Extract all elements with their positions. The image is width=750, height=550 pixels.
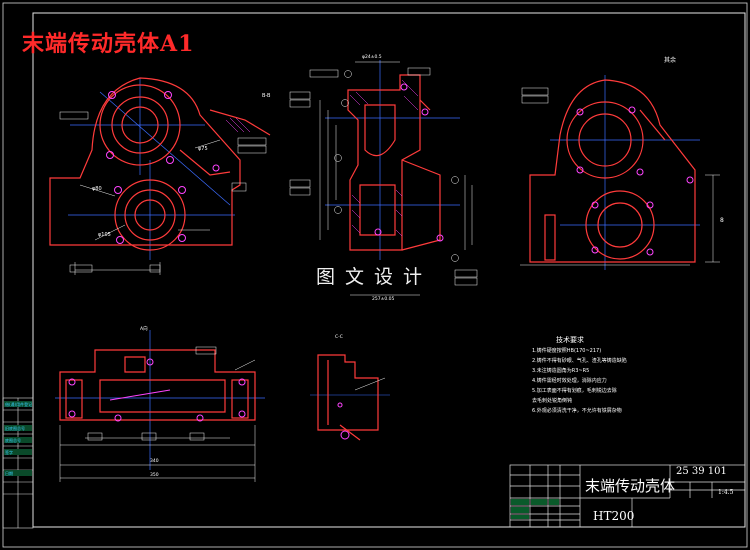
part-code: 25 39 101	[676, 466, 727, 477]
drawing-title: 末端传动壳体A1	[22, 31, 195, 57]
left-strip-label: 底图总号	[5, 438, 21, 443]
left-strip-label: 旧底图总号	[5, 426, 25, 431]
c-view: C-C	[310, 334, 390, 441]
svg-text:350: 350	[150, 472, 159, 478]
left-strip	[2, 397, 34, 529]
svg-text:φ80: φ80	[92, 186, 102, 192]
tech-req-item: 2.铸件不得有砂眼、气孔、渣孔等铸造缺陷	[532, 358, 627, 364]
left-strip-label: 签字	[5, 450, 13, 455]
material: HT200	[593, 509, 635, 523]
a-view: A向 340 350	[55, 325, 265, 482]
front-view: φ80 φ105 φ75 B-B	[49, 77, 271, 275]
svg-text:A向: A向	[140, 325, 148, 332]
tech-req-item: 1.铸件硬度按照HB(170~217)	[532, 348, 602, 354]
svg-text:φ75: φ75	[198, 146, 208, 152]
watermark: 图文设计	[316, 266, 433, 288]
tech-requirements-title: 技术要求	[556, 336, 584, 344]
svg-text:8: 8	[720, 217, 724, 224]
part-name: 末端传动壳体	[585, 477, 676, 495]
tech-req-item: 3.未注铸造圆角为R3~R5	[532, 368, 590, 374]
left-strip-label: 借(通)用件登记	[5, 402, 33, 407]
svg-text:340: 340	[150, 458, 159, 464]
section-view: φ24±0.5 257±0.05	[289, 54, 478, 302]
tech-req-item: 5.加工表面不得有划痕，毛刺锐边去除	[532, 388, 617, 394]
title-block	[509, 464, 746, 528]
svg-text:257±0.05: 257±0.05	[372, 296, 395, 302]
svg-text:B-B: B-B	[262, 93, 271, 99]
scale: 1:4.5	[718, 489, 734, 496]
tech-req-item: 4.铸件需经时效处理，消除内应力	[532, 378, 607, 384]
inner-frame	[32, 12, 746, 528]
tech-requirements-list: 1.铸件硬度按照HB(170~217) 2.铸件不得有砂眼、气孔、渣孔等铸造缺陷…	[532, 347, 712, 417]
right-view: 8	[520, 75, 724, 270]
surface-roughness-note: 其余	[664, 57, 677, 64]
tech-req-item: 6.外观必须清洗干净，不允许有铁屑杂物	[532, 408, 622, 414]
left-strip-label: 日期	[5, 471, 13, 476]
tech-req-item: 去毛刺处锐角倒钝	[532, 398, 573, 404]
svg-text:φ24±0.5: φ24±0.5	[362, 54, 382, 60]
svg-text:C-C: C-C	[335, 334, 343, 340]
svg-text:φ105: φ105	[98, 232, 111, 238]
